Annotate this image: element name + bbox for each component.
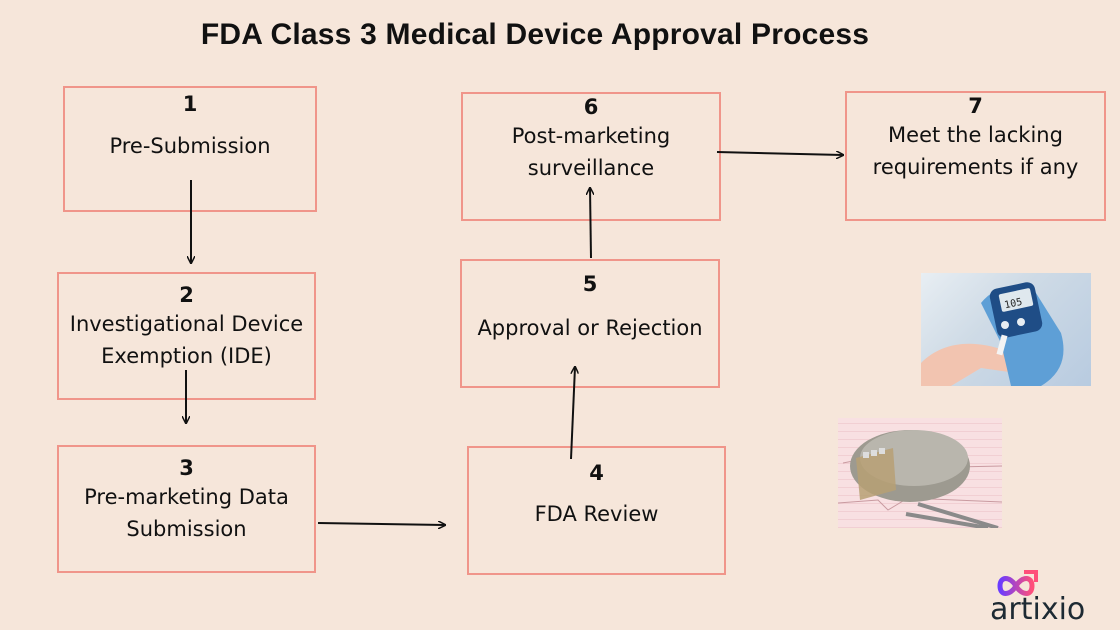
step-label: Approval or Rejection <box>477 316 703 340</box>
step-number: 5 <box>582 272 598 296</box>
step-label-line: requirements if any <box>872 155 1079 179</box>
diagram-title: FDA Class 3 Medical Device Approval Proc… <box>200 18 870 51</box>
pacemaker-illustration <box>838 430 1002 528</box>
step-5-box: 5 Approval or Rejection <box>460 259 720 388</box>
step-label-line: Meet the lacking <box>888 123 1063 147</box>
step-label-line: Pre-marketing Data <box>84 485 289 509</box>
arrow-4-to-5 <box>570 367 575 460</box>
step-label-line: surveillance <box>527 156 655 180</box>
glucose-meter-illustration: 105 <box>921 282 1064 386</box>
step-2-box: 2 Investigational Device Exemption (IDE) <box>57 272 316 400</box>
logo-text: artixio <box>990 592 1086 627</box>
step-label-line: Investigational Device <box>69 312 304 336</box>
step-number: 6 <box>583 95 599 119</box>
step-label-line: Exemption (IDE) <box>101 344 272 368</box>
step-label: Pre-Submission <box>109 134 271 158</box>
logo-mark-icon <box>997 570 1038 596</box>
step-number: 2 <box>179 283 194 307</box>
step-6-box: 6 Post-marketing surveillance <box>461 92 721 221</box>
step-label-line: Submission <box>126 517 247 541</box>
step-label-line: Post-marketing <box>511 124 671 148</box>
step-number: 3 <box>179 456 194 480</box>
artixio-logo: artixio <box>990 568 1115 628</box>
meter-reading: 105 <box>1003 297 1023 312</box>
arrow-5-to-6 <box>590 188 591 259</box>
step-number: 1 <box>182 92 198 116</box>
step-label: FDA Review <box>534 502 659 526</box>
pacemaker-photo <box>838 418 1002 528</box>
step-4-box: 4 FDA Review <box>467 446 726 575</box>
arrow-6-to-7 <box>716 152 843 155</box>
step-7-box: 7 Meet the lacking requirements if any <box>845 91 1106 221</box>
step-3-box: 3 Pre-marketing Data Submission <box>57 445 316 573</box>
step-number: 7 <box>968 94 983 118</box>
step-number: 4 <box>589 461 604 485</box>
arrow-3-to-4 <box>317 523 445 525</box>
glucose-meter-photo: 105 <box>921 273 1091 386</box>
